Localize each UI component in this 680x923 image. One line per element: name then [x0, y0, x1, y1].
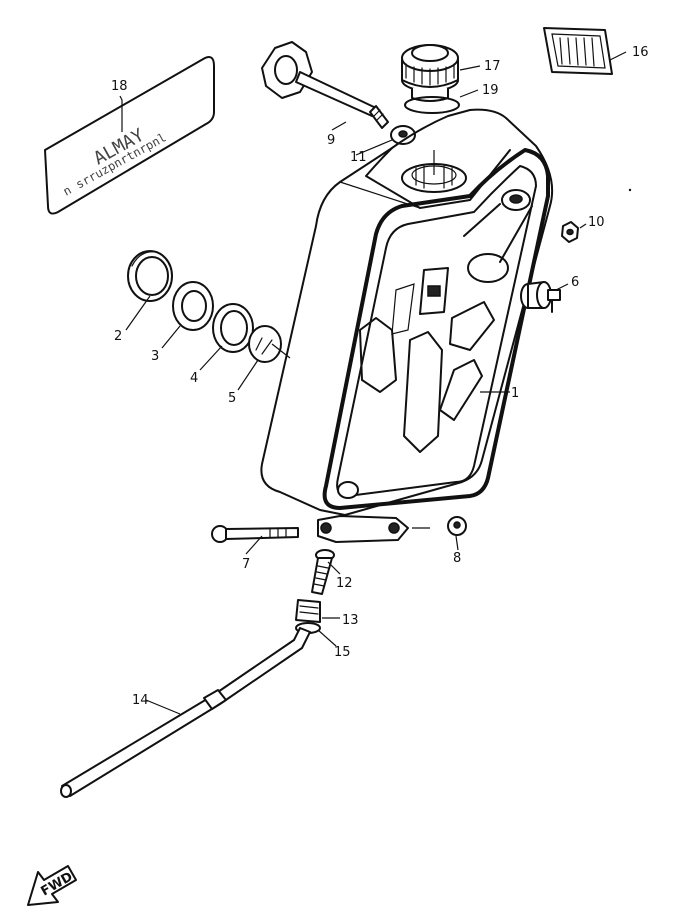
- fuel-tank-part: [260, 108, 554, 516]
- callout-15: 15: [334, 645, 351, 660]
- forward-direction-badge: FWD: [27, 865, 77, 906]
- cap-gasket-part: [404, 96, 460, 114]
- pad-part: [543, 27, 613, 75]
- gauge-part: [127, 250, 173, 302]
- bottom-bracket-part: [317, 515, 409, 543]
- callout-16: 16: [632, 45, 649, 60]
- callout-11: 11: [350, 150, 367, 165]
- callout-5: 5: [228, 391, 236, 406]
- gauge-plate-part: [248, 325, 282, 363]
- callout-19: 19: [482, 83, 499, 98]
- callout-18: 18: [111, 79, 128, 94]
- callout-1: 1: [511, 386, 519, 401]
- washer-part: [390, 125, 416, 145]
- fuel-pipe-part: [60, 627, 311, 798]
- callout-4: 4: [190, 371, 198, 386]
- collar-nut-part: [447, 516, 467, 536]
- gauge-ring-part: [212, 303, 254, 353]
- fuel-cock-part: [311, 549, 335, 595]
- gauge-cushion-part: [172, 281, 214, 331]
- damper-part: [520, 281, 561, 313]
- callout-13: 13: [342, 613, 359, 628]
- callout-6: 6: [571, 275, 579, 290]
- callout-12: 12: [336, 576, 353, 591]
- callout-2: 2: [114, 329, 122, 344]
- callout-9: 9: [327, 133, 335, 148]
- callout-7: 7: [242, 557, 250, 572]
- callout-3: 3: [151, 349, 159, 364]
- knob-bolt-part: [261, 41, 389, 129]
- callout-labels: 1 2 3 4 5 6 7 8 9 10 11 12 13 14 15 16 1…: [111, 45, 649, 708]
- callout-leaders: [119, 51, 627, 715]
- callout-10: 10: [588, 215, 605, 230]
- callout-17: 17: [484, 59, 501, 74]
- emblem-plate: ALMAY n srruzpnrtnrpnl: [44, 56, 215, 215]
- bottom-bolt-part: [211, 525, 299, 543]
- callout-14: 14: [132, 693, 149, 708]
- speck-mark: [628, 188, 632, 192]
- filler-cap-part: [401, 44, 459, 102]
- callout-8: 8: [453, 551, 461, 566]
- nut-part: [561, 221, 579, 243]
